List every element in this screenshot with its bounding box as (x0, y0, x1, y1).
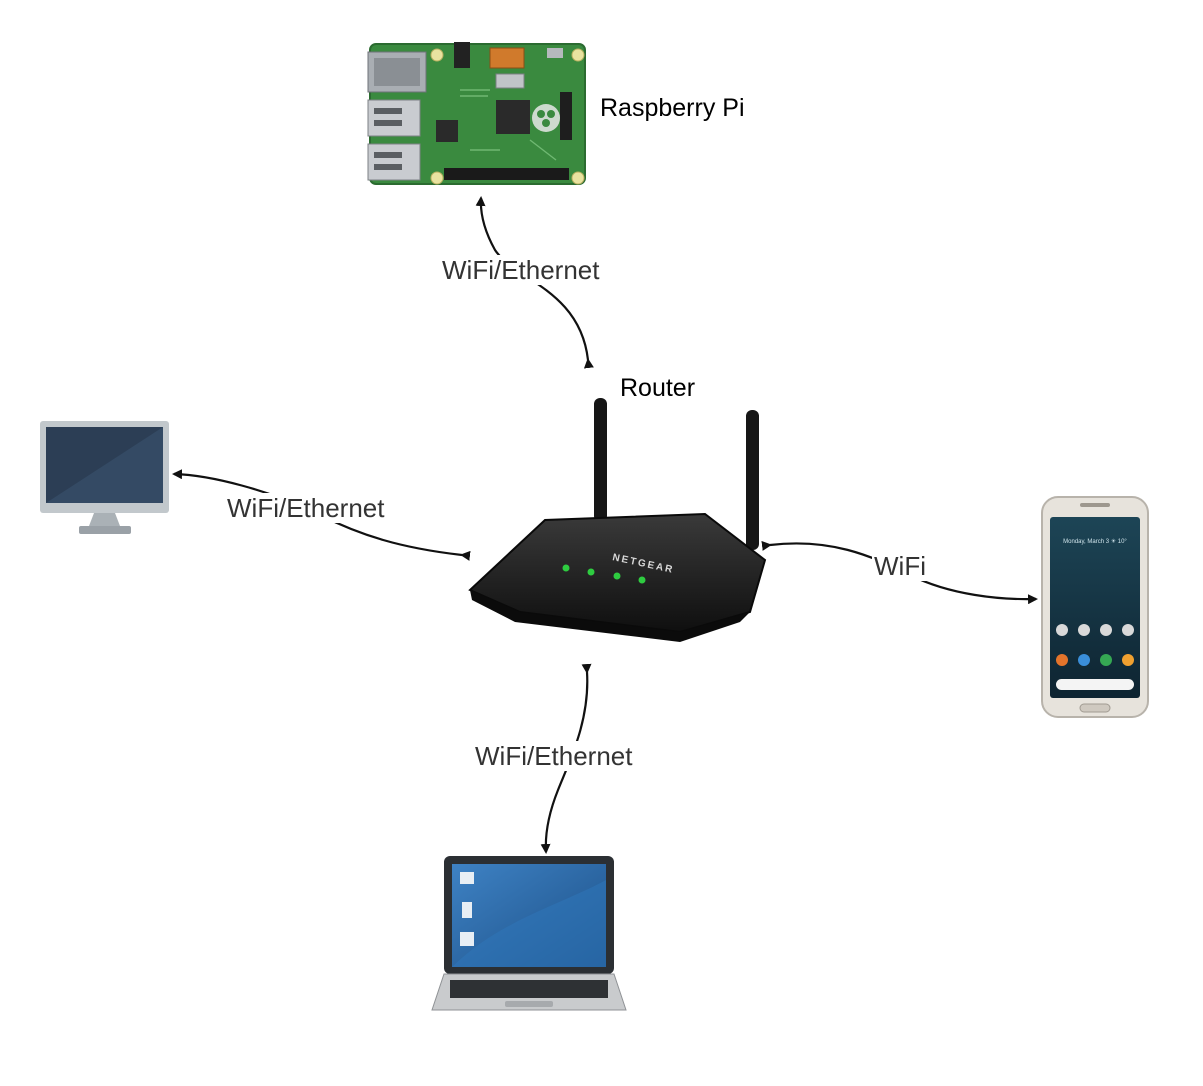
phone-screen-date: Monday, March 3 ☀ 10° (1063, 538, 1127, 545)
laptop-icon (431, 856, 627, 1011)
desktop-monitor-icon (40, 421, 169, 534)
edge-router-pi-label: WiFi/Ethernet (440, 255, 602, 285)
edge-router-phone-label-box: WiFi (872, 551, 928, 581)
router-label: Router (620, 374, 696, 402)
raspberry-pi-board-icon (367, 42, 586, 185)
raspberry-pi-label-box: Raspberry Pi (600, 94, 745, 122)
edge-router-phone-label: WiFi (872, 551, 928, 581)
edge-router-laptop (540, 663, 592, 854)
edge-router-laptop-label: WiFi/Ethernet (473, 741, 635, 771)
smartphone-icon (1041, 496, 1149, 718)
router-label-box: Router (620, 374, 696, 402)
edge-router-laptop-label-box: WiFi/Ethernet (473, 741, 635, 771)
wifi-router-icon (468, 398, 767, 642)
raspberry-pi-label: Raspberry Pi (600, 94, 745, 122)
edge-router-desktop-label: WiFi/Ethernet (225, 493, 387, 523)
edge-router-pi-label-box: WiFi/Ethernet (440, 255, 602, 285)
edge-router-desktop-label-box: WiFi/Ethernet (225, 493, 387, 523)
